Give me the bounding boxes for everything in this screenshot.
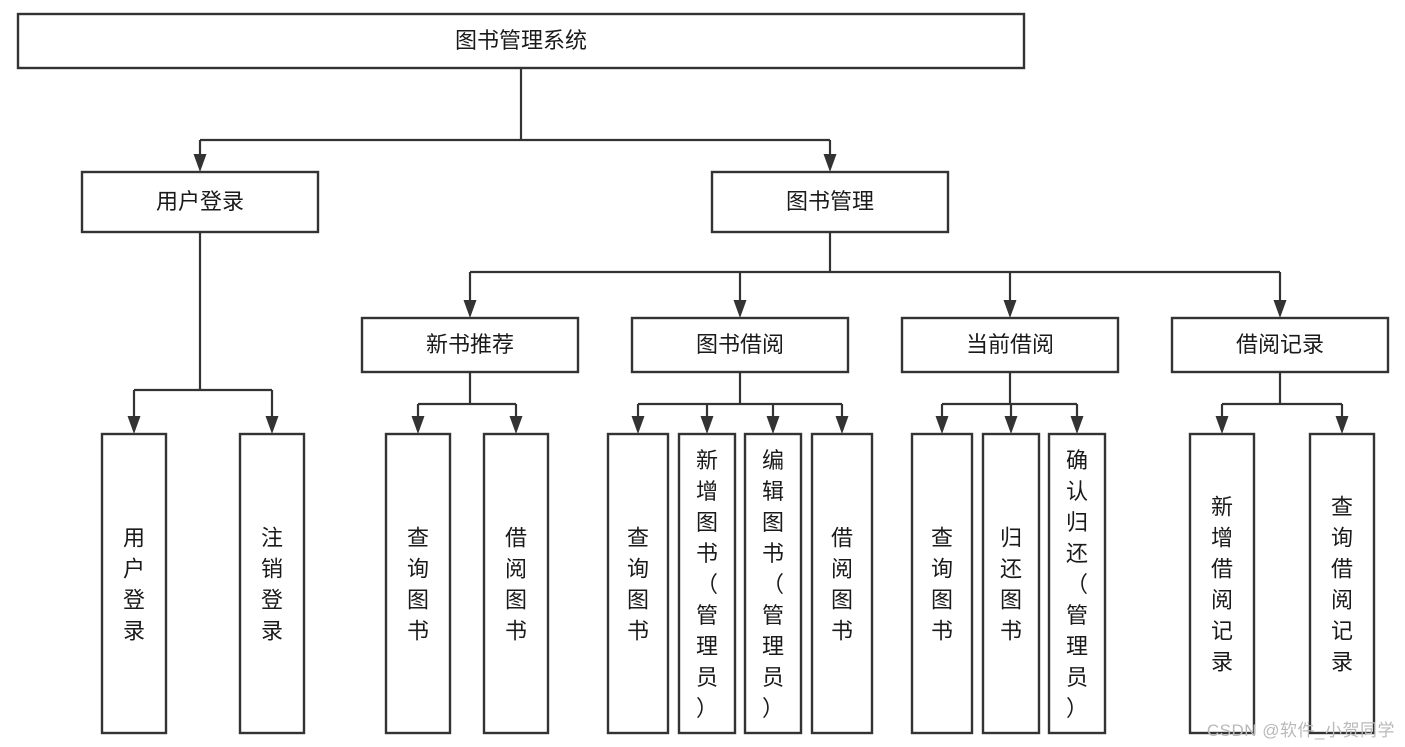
node-leaf-query-record[interactable]: 查询借阅记录 [1308, 432, 1376, 735]
arrowhead-icon [766, 416, 780, 434]
node-label: 当前借阅 [966, 332, 1054, 357]
node-label: 借阅图书 [505, 526, 527, 644]
node-leaf-logout[interactable]: 注销登录 [238, 432, 306, 735]
node-label: 查询图书 [931, 526, 953, 644]
node-label: 查询图书 [627, 526, 649, 644]
node-box[interactable] [743, 432, 803, 735]
node-leaf-query-book-2[interactable]: 查询图书 [606, 432, 670, 735]
node-box[interactable] [1308, 432, 1376, 735]
node-box[interactable] [482, 432, 550, 735]
node-label: 编辑图书（管理员） [762, 448, 784, 721]
node-leaf-query-book-1[interactable]: 查询图书 [384, 432, 452, 735]
connector-group-current-borrow [935, 372, 1084, 434]
node-box[interactable] [238, 432, 306, 735]
arrowhead-icon [127, 416, 141, 434]
node-label: 图书管理 [786, 189, 874, 214]
node-leaf-return-book[interactable]: 归还图书 [981, 432, 1041, 735]
arrowhead-icon [1004, 416, 1018, 434]
connectors-layer [127, 68, 1349, 434]
node-label: 新增借阅记录 [1211, 495, 1233, 675]
node-book-borrow[interactable]: 图书借阅 [630, 316, 850, 374]
arrowhead-icon [631, 416, 645, 434]
nodes-layer: 图书管理系统用户登录图书管理新书推荐图书借阅当前借阅借阅记录用户登录注销登录查询… [16, 12, 1390, 735]
node-label: 借阅记录 [1236, 332, 1324, 357]
arrowhead-icon [1335, 416, 1349, 434]
node-label: 查询借阅记录 [1331, 495, 1353, 675]
node-box[interactable] [1170, 316, 1390, 374]
arrowhead-icon [1003, 300, 1017, 318]
node-box[interactable] [1047, 432, 1107, 735]
node-box[interactable] [981, 432, 1041, 735]
node-box[interactable] [677, 432, 737, 735]
node-borrow-record[interactable]: 借阅记录 [1170, 316, 1390, 374]
arrowhead-icon [700, 416, 714, 434]
node-label: 图书管理系统 [455, 28, 587, 53]
node-box[interactable] [630, 316, 850, 374]
node-box[interactable] [710, 170, 950, 234]
node-label: 归还图书 [1000, 526, 1022, 644]
connector-group-user-login [127, 232, 279, 434]
node-label: 用户登录 [123, 526, 145, 644]
node-label: 借阅图书 [831, 526, 853, 644]
arrowhead-icon [193, 154, 207, 172]
node-book-manage[interactable]: 图书管理 [710, 170, 950, 234]
arrowhead-icon [1070, 416, 1084, 434]
node-leaf-add-record[interactable]: 新增借阅记录 [1188, 432, 1256, 735]
arrowhead-icon [1273, 300, 1287, 318]
arrowhead-icon [411, 416, 425, 434]
node-label: 查询图书 [407, 526, 429, 644]
node-box[interactable] [900, 316, 1120, 374]
node-new-book-rec[interactable]: 新书推荐 [360, 316, 580, 374]
node-leaf-query-book-3[interactable]: 查询图书 [910, 432, 974, 735]
arrowhead-icon [1215, 416, 1229, 434]
arrowhead-icon [733, 300, 747, 318]
node-leaf-add-book[interactable]: 新增图书（管理员） [677, 432, 737, 735]
connector-group-book-borrow [631, 372, 849, 434]
arrowhead-icon [823, 154, 837, 172]
node-leaf-edit-book[interactable]: 编辑图书（管理员） [743, 432, 803, 735]
node-label: 新增图书（管理员） [696, 448, 718, 721]
connector-group-book-manage [463, 232, 1287, 318]
node-label: 用户登录 [156, 189, 244, 214]
node-box[interactable] [910, 432, 974, 735]
node-leaf-borrow-book-2[interactable]: 借阅图书 [810, 432, 874, 735]
node-leaf-confirm-return[interactable]: 确认归还（管理员） [1047, 432, 1107, 735]
arrowhead-icon [835, 416, 849, 434]
node-box[interactable] [384, 432, 452, 735]
node-root[interactable]: 图书管理系统 [16, 12, 1026, 70]
node-user-login[interactable]: 用户登录 [80, 170, 320, 234]
node-box[interactable] [16, 12, 1026, 70]
node-current-borrow[interactable]: 当前借阅 [900, 316, 1120, 374]
node-box[interactable] [360, 316, 580, 374]
node-box[interactable] [810, 432, 874, 735]
node-box[interactable] [1188, 432, 1256, 735]
node-leaf-user-login[interactable]: 用户登录 [100, 432, 168, 735]
connector-group-new-book-rec [411, 372, 523, 434]
node-label: 注销登录 [261, 526, 283, 644]
node-leaf-borrow-book-1[interactable]: 借阅图书 [482, 432, 550, 735]
arrowhead-icon [265, 416, 279, 434]
arrowhead-icon [935, 416, 949, 434]
node-label: 新书推荐 [426, 332, 514, 357]
node-box[interactable] [80, 170, 320, 234]
node-box[interactable] [606, 432, 670, 735]
arrowhead-icon [509, 416, 523, 434]
arrowhead-icon [463, 300, 477, 318]
connector-group-root [193, 68, 837, 172]
node-box[interactable] [100, 432, 168, 735]
node-label: 图书借阅 [696, 332, 784, 357]
connector-group-borrow-record [1215, 372, 1349, 434]
node-label: 确认归还（管理员） [1066, 448, 1088, 721]
